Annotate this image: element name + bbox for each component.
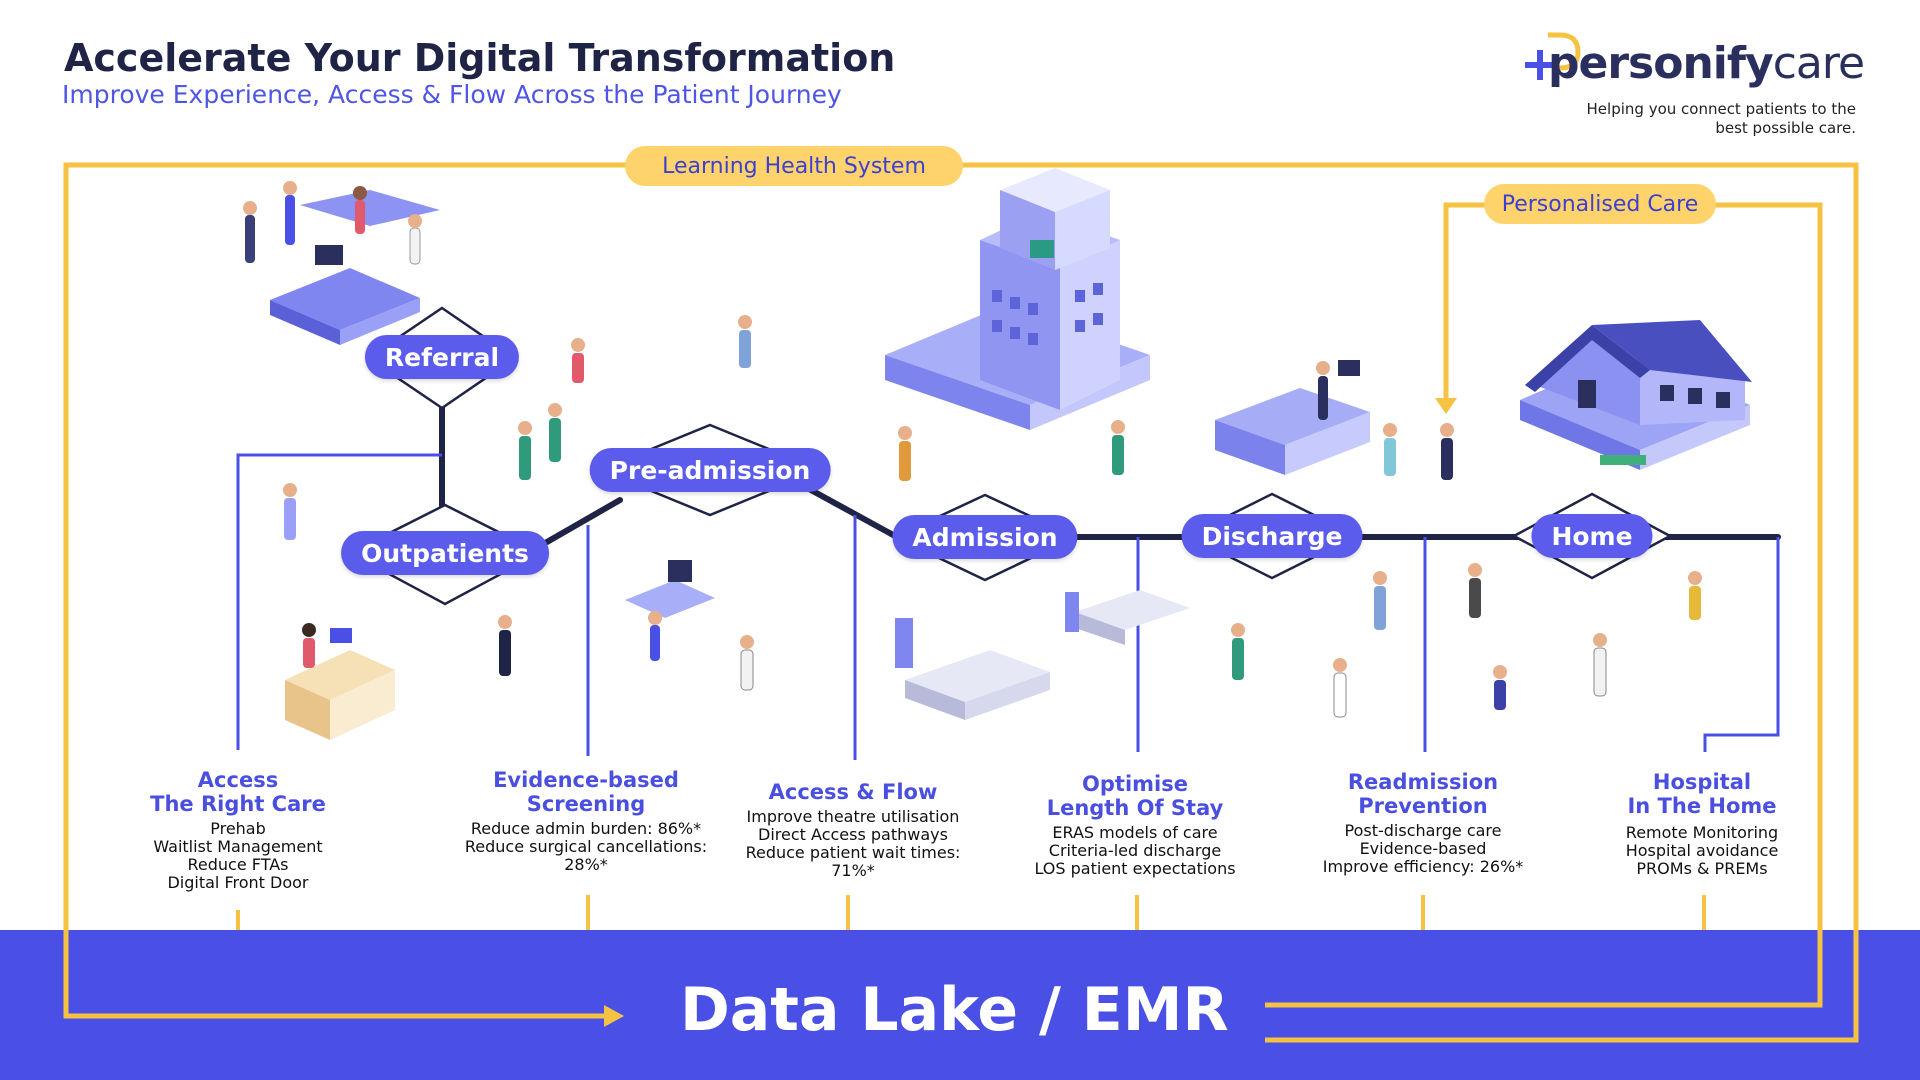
outcome-optimise-los: Optimise Length Of Stay ERAS models of c… (1034, 772, 1235, 878)
outcome-title-line: Access (197, 768, 279, 792)
outcome-readmission-prevention: Readmission Prevention Post-discharge ca… (1323, 770, 1524, 876)
personalised-care-pill: Personalised Care (1484, 184, 1716, 224)
outcome-item: Post-discharge care (1344, 821, 1502, 840)
arrow-down-icon (1435, 398, 1457, 414)
outcome-item: Reduce admin burden: 86%* (470, 819, 702, 838)
outcome-item: Improve theatre utilisation (746, 807, 960, 826)
outcome-title-line: In The Home (1627, 794, 1777, 818)
outcome-item: Hospital avoidance (1625, 841, 1779, 860)
outcome-title-line: The Right Care (150, 792, 326, 816)
logo-word-care: care (1772, 38, 1865, 89)
outcome-title-line: Prevention (1358, 794, 1488, 818)
learning-health-system-pill: Learning Health System (625, 146, 963, 186)
clinic-reception-illustration (243, 181, 440, 345)
outcome-item: Prehab (210, 819, 266, 838)
outcome-item: Evidence-based (1359, 839, 1487, 858)
brand-logo: personifycare (1512, 22, 1865, 100)
logo-word-personify: personify (1548, 38, 1774, 89)
outcome-item: Remote Monitoring (1625, 823, 1779, 842)
outcome-item: Reduce surgical cancellations: (464, 837, 708, 856)
patient-figure-illustration (283, 315, 1702, 718)
outcome-access-flow: Access & Flow Improve theatre utilisatio… (746, 780, 961, 880)
outcome-item: Reduce patient wait times: (745, 843, 961, 862)
brand-tagline: Helping you connect patients to the best… (1586, 100, 1856, 137)
stage-home: Home (1531, 514, 1653, 558)
reception-desk-illustration (1215, 360, 1370, 475)
outcome-evidence-screening: Evidence-based Screening Reduce admin bu… (465, 768, 707, 874)
outcome-title-line: Access & Flow (768, 780, 938, 804)
page-title: Accelerate Your Digital Transformation (64, 36, 896, 80)
outcome-title-line: Evidence-based (493, 768, 679, 792)
outcome-access-right-care: Access The Right Care Prehab Waitlist Ma… (150, 768, 326, 892)
stage-preadmission: Pre-admission (589, 448, 831, 492)
outcome-title-line: Readmission (1347, 770, 1499, 794)
logo-mark-icon (1525, 32, 1581, 80)
house-illustration (1520, 320, 1752, 470)
stage-referral: Referral (364, 335, 520, 379)
outcome-item: Reduce FTAs (187, 855, 289, 874)
outcome-title-line: Screening (526, 792, 646, 816)
outcome-title-line: Optimise (1082, 772, 1188, 796)
outcome-item: ERAS models of care (1052, 823, 1218, 842)
outcome-item: 28%* (564, 855, 608, 874)
outcome-item: Digital Front Door (167, 873, 309, 892)
stage-admission: Admission (892, 515, 1078, 559)
outcome-connectors (236, 453, 1780, 760)
logo-wordmark: personifycare (1548, 38, 1865, 89)
preadmission-desk-illustration (625, 560, 715, 661)
outcome-title-line: Length Of Stay (1046, 796, 1224, 820)
outcome-item: Criteria-led discharge (1048, 841, 1222, 860)
outcome-item: LOS patient expectations (1034, 859, 1236, 878)
data-lake-label: Data Lake / EMR (680, 975, 1229, 1045)
outcome-item: 71%* (831, 861, 875, 880)
outcome-item: Direct Access pathways (758, 825, 948, 844)
outcome-title-line: Hospital (1652, 770, 1752, 794)
stage-outpatients: Outpatients (341, 531, 549, 575)
hospital-building-illustration (885, 168, 1150, 430)
outcome-item: Waitlist Management (153, 837, 323, 856)
hospital-bed-illustration (895, 590, 1190, 720)
outpatient-desk-illustration (285, 623, 395, 740)
outcome-hospital-in-home: Hospital In The Home Remote Monitoring H… (1626, 770, 1779, 878)
outcome-item: PROMs & PREMs (1636, 859, 1768, 878)
outcome-item: Improve efficiency: 26%* (1322, 857, 1524, 876)
page-subtitle: Improve Experience, Access & Flow Across… (62, 80, 842, 109)
stage-discharge: Discharge (1181, 514, 1363, 558)
